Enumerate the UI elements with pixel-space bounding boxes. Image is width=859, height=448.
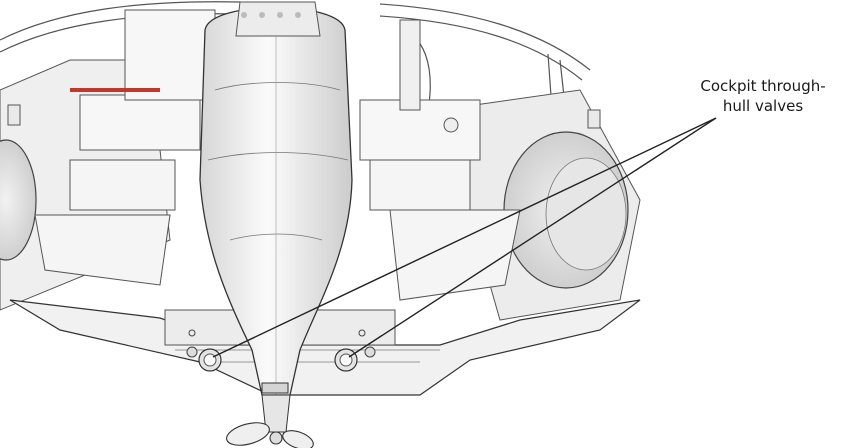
callout-label: Cockpit through- hull valves — [674, 76, 852, 116]
steps — [34, 159, 521, 301]
callout-label-line-2: hull valves — [722, 97, 804, 115]
through-hull-valve-left — [198, 348, 222, 372]
leader-line-left — [212, 117, 717, 358]
leader-line-right — [348, 117, 717, 358]
callout-leaders — [212, 117, 717, 358]
through-hull-valve-right — [334, 348, 358, 372]
callout-label-line-1: Cockpit through- — [700, 77, 826, 95]
propeller — [226, 422, 314, 448]
seat-boxes — [7, 9, 601, 188]
outboard-motor — [199, 1, 353, 396]
